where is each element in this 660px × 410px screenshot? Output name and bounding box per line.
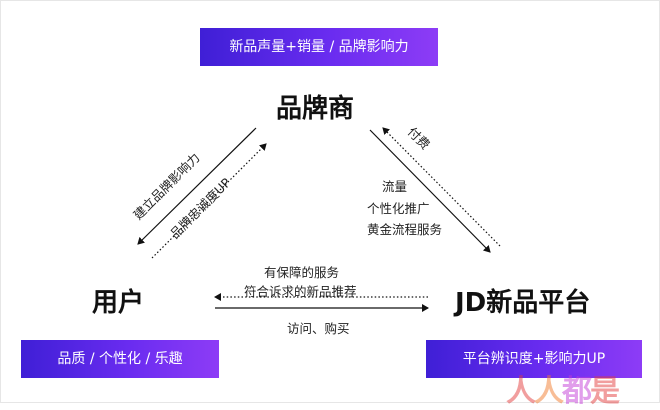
brand-benefit-badge: 新品声量+销量 / 品牌影响力 xyxy=(200,28,438,66)
arrow-brand-to-jd xyxy=(369,129,491,253)
label-golden-process-service: 黄金流程服务 xyxy=(367,222,443,237)
user-benefit-badge: 品质 / 个性化 / 乐趣 xyxy=(21,340,219,378)
watermark-text: 人人都是 xyxy=(506,374,620,409)
label-traffic: 流量 xyxy=(382,179,408,194)
platform-benefit-badge: 平台辨识度+影响力UP xyxy=(426,340,642,378)
label-guaranteed-service: 有保障的服务 xyxy=(264,265,340,280)
arrow-user-to-brand xyxy=(151,143,267,259)
brand-node: 品牌商 xyxy=(276,94,355,124)
watermark-logo: 人人都是 xyxy=(506,366,620,410)
label-visit-purchase: 访问、购买 xyxy=(287,321,350,336)
jd-platform-node: JD新品平台 xyxy=(455,288,591,318)
label-new-product-recommendation: 符合诉求的新品推荐 xyxy=(244,284,357,299)
user-node: 用户 xyxy=(92,288,145,318)
label-personalized-promotion: 个性化推广 xyxy=(367,201,430,216)
arrow-brand-to-user xyxy=(137,127,257,245)
